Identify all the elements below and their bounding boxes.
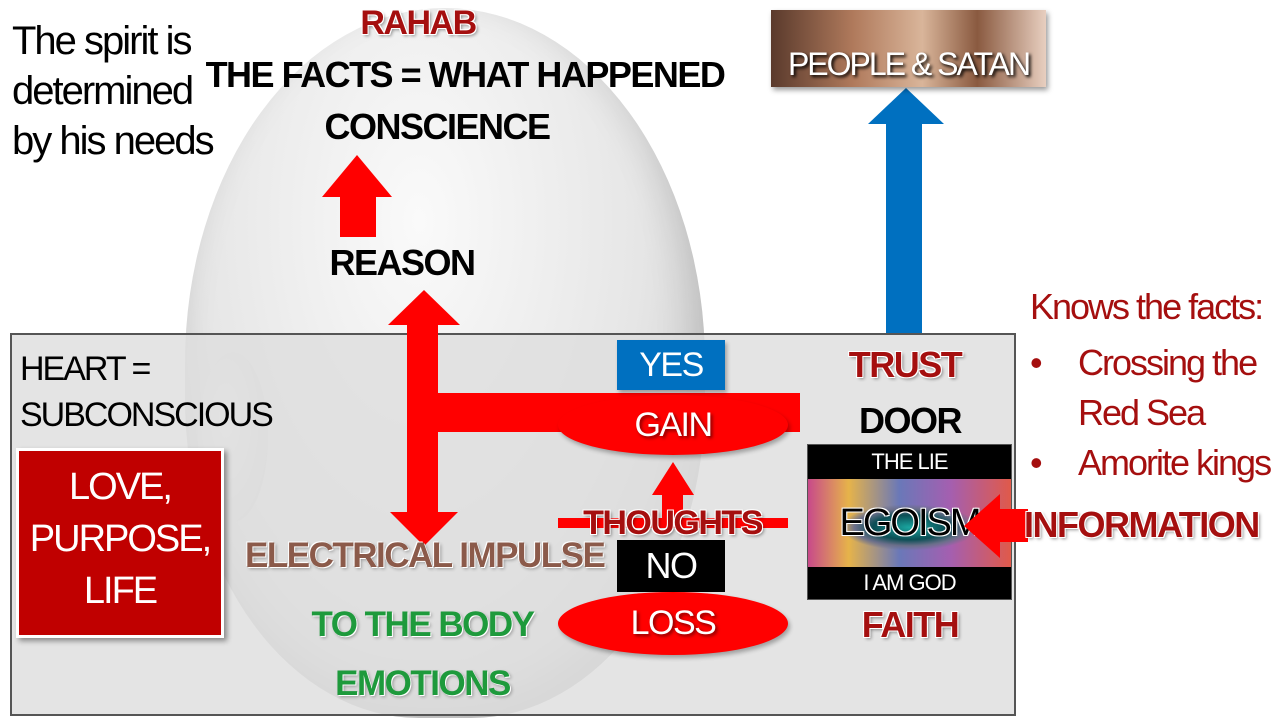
i-am-god-label: I AM GOD	[808, 567, 1011, 599]
reason-label: REASON	[329, 242, 476, 283]
facts-list-item: •Crossing the	[1030, 342, 1258, 383]
arrow-up-blue-head	[868, 88, 944, 124]
facts-list: •Crossing the Red Sea •Amorite kings	[1030, 338, 1272, 488]
side-note-line: by his needs	[12, 119, 215, 163]
information-label: INFORMATION	[1024, 504, 1260, 545]
side-note: The spirit is determined by his needs	[12, 16, 215, 166]
electrical-impulse-label: ELECTRICAL IMPULSE	[245, 536, 606, 575]
arrow-up-conscience-head	[322, 155, 392, 197]
side-note-line: The spirit is	[12, 19, 192, 63]
yes-box: YES	[617, 340, 725, 390]
thoughts-label: THOUGHTS	[583, 504, 763, 542]
facts-heading: THE FACTS = WHAT HAPPENED	[205, 54, 726, 95]
facts-list-heading: Knows the facts:	[1030, 286, 1264, 327]
trust-label: TRUST	[848, 344, 963, 385]
people-satan-label: PEOPLE & SATAN	[787, 46, 1031, 82]
faith-label: FAITH	[861, 604, 960, 645]
arrow-up-conscience-shaft	[340, 195, 376, 237]
egoism-image: THE LIE EGOISM I AM GOD	[807, 444, 1012, 600]
arrow-up-reason-head	[388, 290, 460, 325]
the-lie-label: THE LIE	[808, 445, 1011, 479]
door-label: DOOR	[859, 400, 963, 441]
conscience-label: CONSCIENCE	[324, 106, 551, 147]
heart-title: HEART =SUBCONSCIOUS	[20, 350, 274, 434]
no-box: NO	[617, 540, 725, 592]
arrow-up-thoughts-head	[652, 462, 694, 495]
facts-list-item: •Amorite kings	[1030, 442, 1272, 483]
to-the-body-label: TO THE BODY	[311, 605, 535, 644]
side-note-line: determined	[12, 69, 194, 113]
emotions-label: EMOTIONS	[335, 664, 511, 703]
thoughts-bar	[558, 518, 788, 528]
arrow-down-impulse-head	[390, 512, 458, 546]
people-satan-image: PEOPLE & SATAN	[771, 10, 1046, 87]
loss-ellipse: LOSS	[558, 592, 788, 655]
arrow-up-blue-shaft	[886, 122, 922, 334]
arrow-left-information-shaft	[998, 509, 1028, 542]
love-purpose-life-box: LOVE,PURPOSE,LIFE	[16, 448, 224, 638]
arrow-left-information-head	[964, 494, 1000, 558]
facts-list-item: Red Sea	[1078, 392, 1206, 433]
rahab-title: RAHAB	[360, 4, 477, 42]
gain-ellipse: GAIN	[558, 395, 788, 455]
